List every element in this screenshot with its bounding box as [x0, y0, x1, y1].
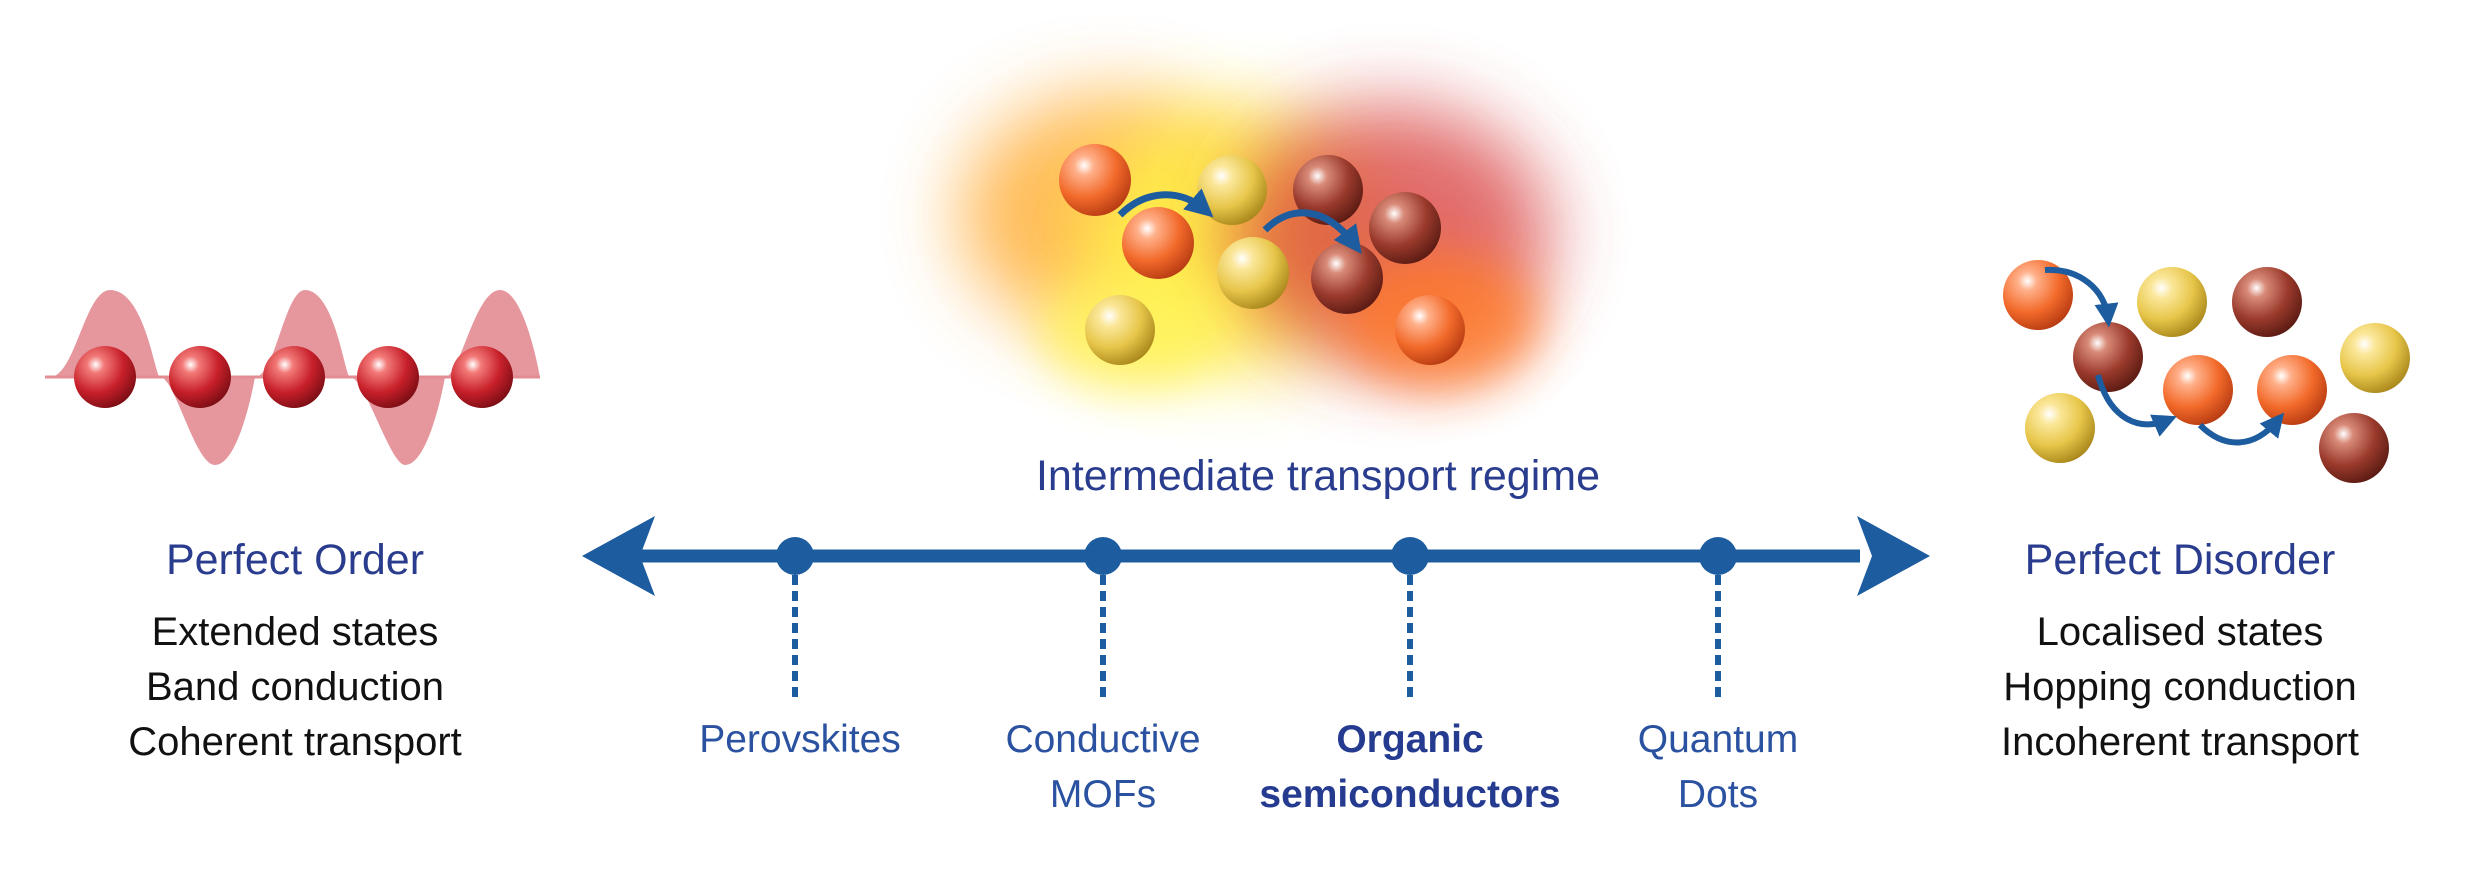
axis-marker-organic: [1391, 537, 1429, 698]
right-line-1: Localised states: [2037, 610, 2324, 654]
particle-brown: [2232, 267, 2302, 337]
material-label-organic-line2: semiconductors: [1259, 773, 1560, 816]
lattice-sphere: [169, 346, 231, 408]
intermediate-cluster-icon: [960, 95, 1550, 390]
regime-label: Intermediate transport regime: [1036, 452, 1600, 500]
particle-yellow: [2137, 267, 2207, 337]
lattice-sphere: [451, 346, 513, 408]
arrow-head-left: [582, 516, 655, 596]
axis-marker-perovskites: [776, 537, 814, 698]
particle-orange: [2003, 260, 2073, 330]
material-label-mofs-line2: MOFs: [1050, 773, 1156, 816]
wave-shape: [50, 290, 540, 465]
particle-brown: [1369, 192, 1441, 264]
particle-orange: [1122, 207, 1194, 279]
lattice-sphere: [357, 346, 419, 408]
particle-orange: [1059, 144, 1131, 216]
particle-brown: [2319, 413, 2389, 483]
left-title: Perfect Order: [166, 536, 424, 584]
left-line-2: Band conduction: [146, 665, 444, 709]
hop-arrow-icon: [1262, 209, 1362, 254]
double-headed-arrow-icon: [582, 516, 1930, 596]
axis-marker-mofs: [1084, 537, 1122, 698]
material-label-quantum-line1: Quantum: [1638, 718, 1798, 761]
particle-orange: [1395, 295, 1465, 365]
particle-brown: [1293, 155, 1363, 225]
right-line-2: Hopping conduction: [2003, 665, 2357, 709]
hop-arrow-icon: [2044, 266, 2119, 328]
particle-yellow: [1197, 155, 1267, 225]
ordered-lattice-icon: [45, 290, 540, 465]
particle-orange: [2257, 355, 2327, 425]
particle-yellow: [2340, 323, 2410, 393]
particle-yellow: [1217, 237, 1289, 309]
left-line-3: Coherent transport: [128, 720, 462, 764]
hop-arrow-icon: [1117, 188, 1214, 218]
hop-arrow-icon: [2197, 412, 2285, 446]
lattice-sphere: [263, 346, 325, 408]
lattice-sphere: [74, 346, 136, 408]
right-line-3: Incoherent transport: [2001, 720, 2359, 764]
particle-orange: [2163, 355, 2233, 425]
arrow-head-right: [1857, 516, 1930, 596]
particle-yellow: [1085, 295, 1155, 365]
particle-yellow: [2025, 393, 2095, 463]
material-label-perovskites: Perovskites: [699, 718, 901, 761]
particle-brown: [2073, 322, 2143, 392]
axis-marker-quantum-dots: [1699, 537, 1737, 698]
hopping-particles-icon: [2003, 260, 2410, 483]
material-label-quantum-line2: Dots: [1678, 773, 1758, 816]
particle-brown: [1311, 242, 1383, 314]
right-title: Perfect Disorder: [2025, 536, 2336, 584]
hop-arrow-icon: [2095, 374, 2177, 437]
material-label-organic-line1: Organic: [1336, 718, 1483, 761]
material-label-mofs-line1: Conductive: [1005, 718, 1200, 761]
left-line-1: Extended states: [152, 610, 439, 654]
